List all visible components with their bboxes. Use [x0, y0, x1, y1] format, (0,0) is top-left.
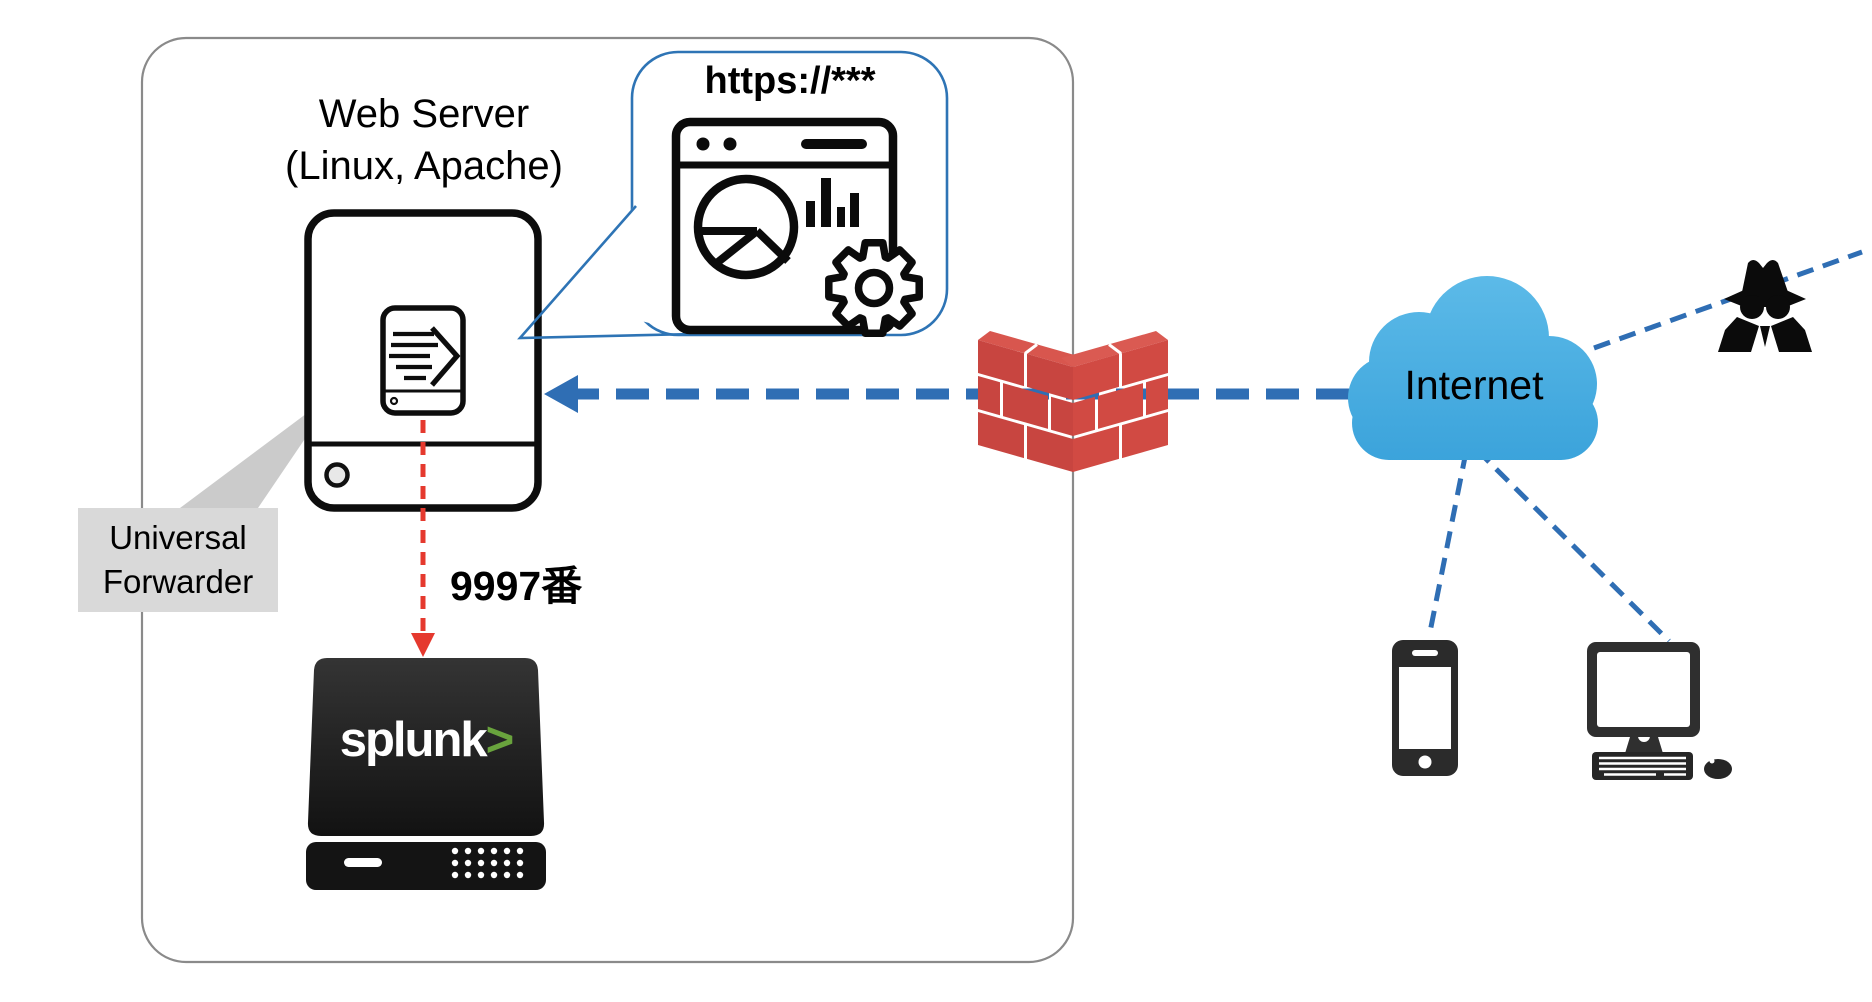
port-9997-label: 9997番 — [450, 563, 583, 609]
splunk-base-slot — [344, 858, 382, 867]
spy-shoulder — [1771, 317, 1812, 352]
internet-label: Internet — [1404, 362, 1544, 408]
forward-arrow-icon — [380, 305, 466, 416]
brick — [1027, 353, 1073, 400]
callout-url-label: https://*** — [704, 60, 876, 102]
desktop-computer-icon — [1587, 642, 1732, 780]
mouse — [1704, 759, 1732, 779]
browser-dot — [723, 137, 737, 151]
callout-tail — [517, 205, 695, 340]
browser-dot — [696, 137, 710, 151]
web-server-label: Web Server (Linux, Apache) — [254, 88, 594, 192]
brick — [978, 376, 1000, 416]
spy-glasses — [1740, 295, 1764, 319]
brick — [1146, 376, 1168, 416]
keyboard — [1592, 752, 1693, 780]
link-to-phone — [1426, 451, 1469, 638]
internet-cloud-icon — [1348, 276, 1598, 460]
spy-shoulder — [1718, 317, 1759, 352]
bar-chart-icon — [806, 178, 859, 227]
splunk-base-dots — [451, 847, 524, 879]
attacker-spy-icon — [1718, 260, 1812, 352]
splunk-server-icon — [306, 658, 546, 890]
brick — [1027, 425, 1073, 472]
splunk-chevron: > — [485, 713, 515, 767]
spy-glasses — [1766, 295, 1790, 319]
pie-chart-icon — [693, 174, 799, 280]
splunk-logo: splunk> — [309, 712, 543, 768]
uf-label-line1: Universal — [109, 519, 247, 556]
spy-hat-crown — [1742, 260, 1788, 292]
brick — [1098, 383, 1143, 429]
gear-icon — [825, 239, 923, 337]
universal-forwarder-label: Universal Forwarder — [78, 508, 278, 612]
splunk-base — [306, 842, 546, 890]
browser-window-icon — [671, 117, 898, 335]
brick — [1003, 383, 1048, 429]
brick — [978, 412, 1024, 459]
web-server-label-line1: Web Server — [318, 92, 530, 136]
firewall-brick-wall-icon — [978, 331, 1168, 472]
uf-label-line2: Forwarder — [102, 563, 254, 600]
brick — [978, 340, 1024, 387]
brick — [1073, 425, 1119, 472]
spy-tie — [1760, 326, 1770, 347]
splunk-top-face — [307, 658, 545, 836]
lan-boundary-box — [140, 36, 1075, 964]
uf-callout-wedge — [180, 390, 338, 508]
phone-speaker — [1412, 650, 1438, 656]
attack-path-arrow — [544, 375, 1360, 413]
monitor-screen — [1597, 652, 1690, 727]
smartphone-icon — [1392, 640, 1458, 776]
spy-hat-brim — [1724, 290, 1806, 307]
web-server-label-line2: (Linux, Apache) — [285, 144, 563, 188]
brick — [1051, 396, 1073, 436]
phone-screen — [1399, 667, 1451, 749]
phone-home-button — [1418, 755, 1432, 769]
brick — [1073, 353, 1119, 400]
splunk-wordmark: splunk — [339, 713, 488, 767]
brick — [1122, 340, 1168, 387]
brick — [1122, 412, 1168, 459]
port-9997-arrow — [411, 420, 435, 657]
server-power-button — [324, 462, 350, 488]
link-to-desktop — [1475, 448, 1671, 643]
brick — [1073, 396, 1095, 436]
